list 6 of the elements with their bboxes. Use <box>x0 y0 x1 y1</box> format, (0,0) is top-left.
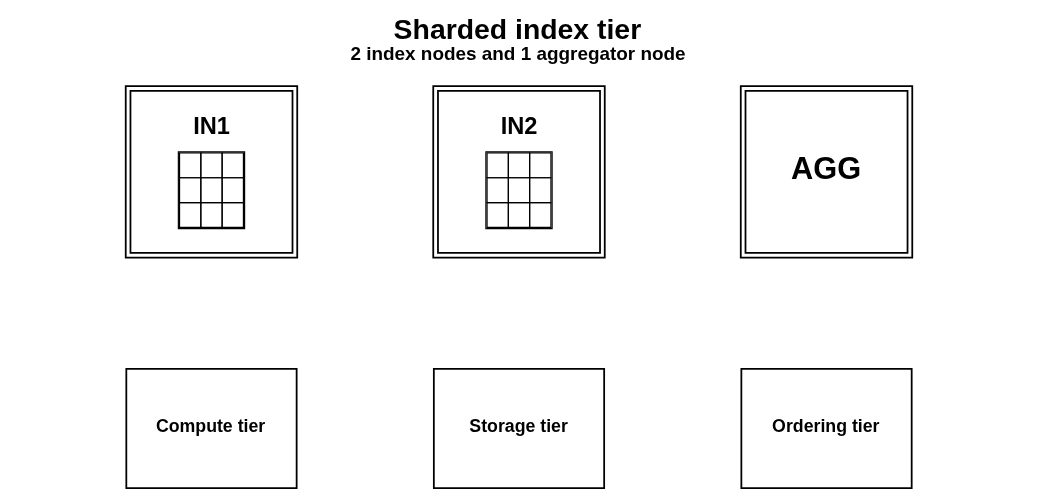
node-box: Ordering tier <box>739 367 913 490</box>
node-box: IN1 <box>124 85 298 259</box>
node-box: Compute tier <box>124 367 298 490</box>
node-box: IN2 <box>431 85 606 259</box>
node-box: AGG <box>739 85 913 259</box>
node-box: Storage tier <box>432 367 605 490</box>
